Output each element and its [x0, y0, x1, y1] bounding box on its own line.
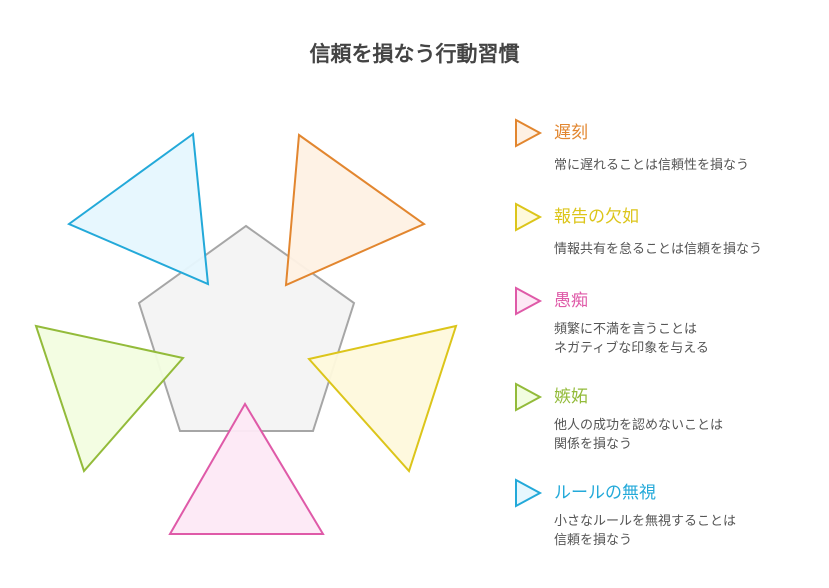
desc-line: 関係を損なう [554, 437, 633, 452]
triangle-no-reporting [307, 324, 458, 473]
triangle-marker-icon [515, 202, 543, 232]
desc-line: 他人の成功を認めないことは [554, 418, 724, 433]
triangle-marker-icon [515, 286, 543, 316]
desc-line: 信頼を損なう [554, 533, 633, 548]
triangle-jealousy [34, 324, 185, 473]
legend-title: 愚痴 [554, 291, 588, 311]
desc-line: ネガティブな印象を与える [554, 341, 709, 356]
triangle-marker-icon [515, 478, 543, 508]
legend-title: 報告の欠如 [554, 207, 639, 227]
legend-desc: 小さなルールを無視することは信頼を損なう [554, 512, 736, 550]
triangle-rule-ignoring [66, 132, 210, 286]
triangle-complaining [168, 402, 325, 535]
diagram-title: 信頼を損なう行動習慣 [309, 42, 520, 66]
legend-title: 嫉妬 [554, 387, 588, 407]
legend-title: ルールの無視 [554, 483, 656, 503]
triangle-marker-icon [515, 118, 543, 148]
triangle-marker-icon [515, 382, 543, 412]
legend-desc: 他人の成功を認めないことは関係を損なう [554, 416, 723, 454]
desc-line: 頻繁に不満を言うことは [554, 322, 698, 337]
legend-desc: 情報共有を怠ることは信頼を損なう [554, 242, 763, 257]
legend-desc: 常に遅れることは信頼性を損なう [554, 158, 750, 173]
pentagon-diagram [34, 132, 458, 535]
triangle-lateness [284, 133, 427, 287]
desc-line: 小さなルールを無視することは [554, 514, 737, 529]
legend-title: 遅刻 [554, 123, 588, 143]
legend-desc: 頻繁に不満を言うことはネガティブな印象を与える [554, 320, 709, 358]
